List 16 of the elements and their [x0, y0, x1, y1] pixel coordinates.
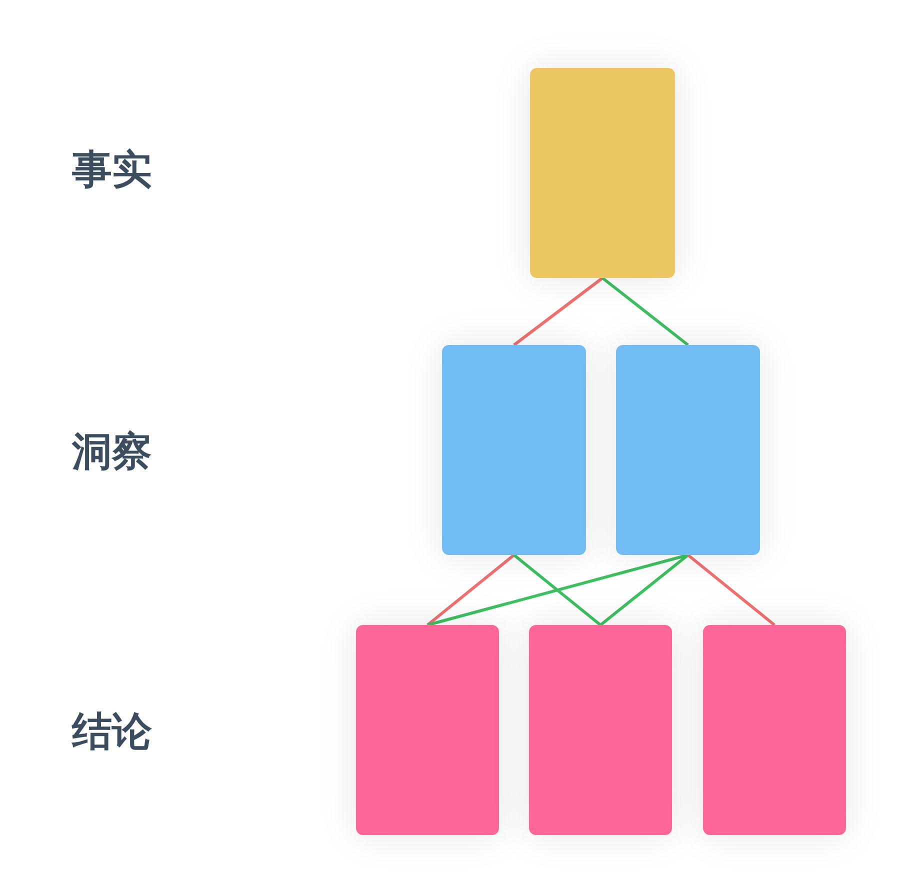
empty-box	[529, 625, 672, 835]
connector-line	[602, 276, 689, 346]
connector-line	[426, 554, 515, 626]
level-label: 结论	[72, 712, 152, 752]
connector-line	[513, 554, 602, 626]
empty-box	[530, 68, 675, 278]
connector-line	[513, 276, 604, 346]
empty-box	[442, 345, 586, 555]
empty-box	[703, 625, 846, 835]
connector-line	[687, 554, 776, 626]
connector-line	[427, 554, 688, 626]
connector-line	[600, 554, 689, 626]
level-label: 事实	[72, 150, 152, 190]
empty-box	[616, 345, 760, 555]
empty-box	[356, 625, 499, 835]
level-label: 洞察	[72, 432, 152, 472]
